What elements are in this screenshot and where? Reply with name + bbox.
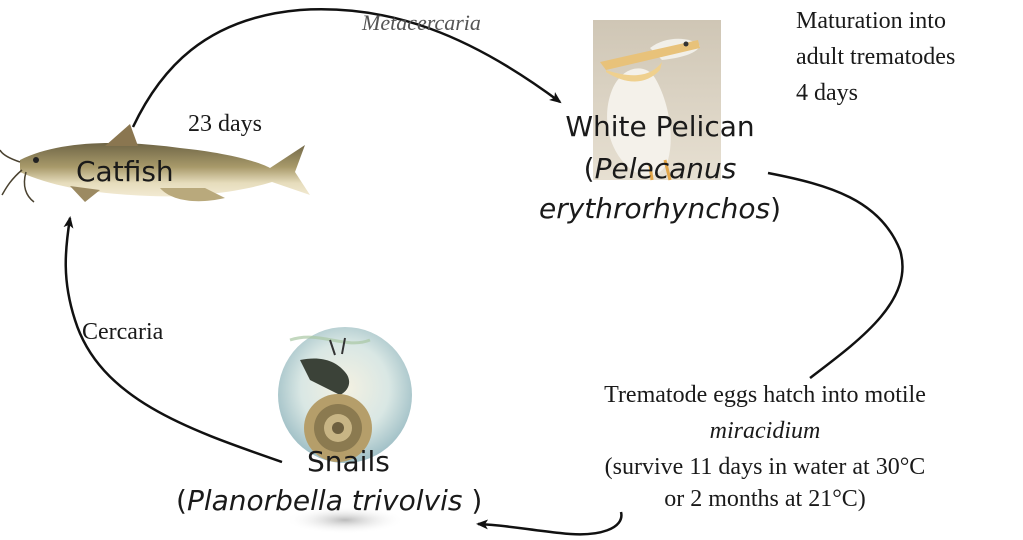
arrow-eggs-to-snails xyxy=(478,512,621,534)
maturation-line-2: adult trematodes xyxy=(796,44,955,71)
pelican-species: erythrorhynchos xyxy=(539,192,770,225)
eggs-line-4: or 2 months at 21°C) xyxy=(520,486,1010,513)
eggs-line-2: miracidium xyxy=(520,418,1010,445)
catfish-label: Catfish xyxy=(76,155,174,188)
maturation-line-3: 4 days xyxy=(796,80,858,107)
pelican-genus-line: (Pelecanus xyxy=(520,152,800,185)
metacercaria-label: Metacercaria xyxy=(362,10,481,36)
arrow-catfish-to-pelican xyxy=(133,9,560,127)
snails-scientific-line: (Planorbella trivolvis ) xyxy=(176,484,482,517)
duration-catfish-label: 23 days xyxy=(188,111,262,138)
paren-close: ) xyxy=(770,192,781,225)
paren-open: ( xyxy=(176,484,187,517)
cercaria-label: Cercaria xyxy=(82,319,163,346)
snails-scientific-name: Planorbella trivolvis xyxy=(187,484,463,517)
pelican-genus: Pelecanus xyxy=(595,152,737,185)
pelican-common-name: White Pelican xyxy=(520,110,800,143)
eggs-line-3: (survive 11 days in water at 30°C xyxy=(520,454,1010,481)
pelican-species-line: erythrorhynchos) xyxy=(490,192,830,225)
maturation-line-1: Maturation into xyxy=(796,8,946,35)
snails-common-name: Snails xyxy=(307,445,390,478)
paren-open: ( xyxy=(584,152,595,185)
eggs-line-1: Trematode eggs hatch into motile xyxy=(520,382,1010,409)
paren-close: ) xyxy=(462,484,482,517)
